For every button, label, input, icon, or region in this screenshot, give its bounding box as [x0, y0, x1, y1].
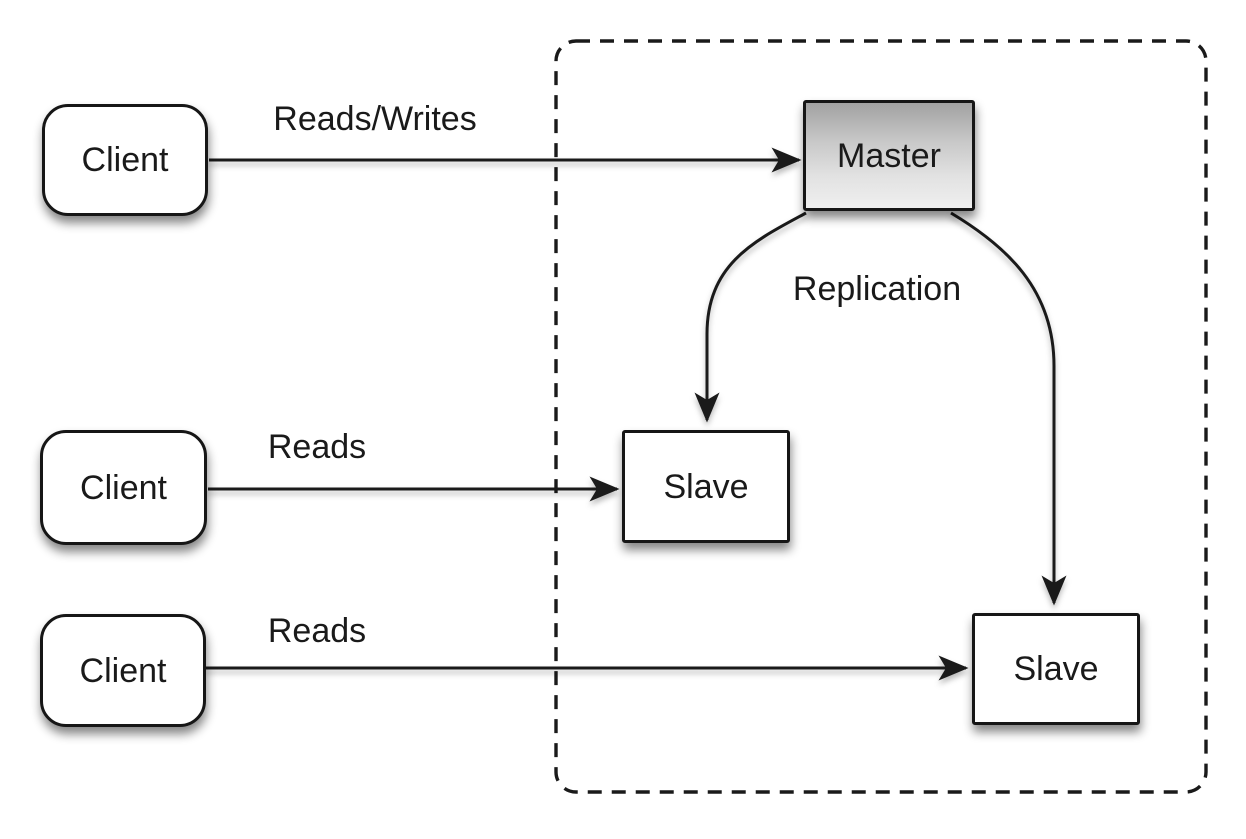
node-slave-left-label: Slave [663, 467, 749, 506]
node-client-middle-label: Client [80, 468, 167, 507]
node-slave-left: Slave [622, 430, 790, 543]
node-client-bottom-label: Client [79, 651, 167, 690]
node-client-middle: Client [40, 430, 207, 545]
edge-label-reads-writes: Reads/Writes [273, 100, 477, 138]
arrow-replication-left [694, 211, 807, 423]
edge-label-reads-bottom: Reads [267, 612, 367, 650]
arrow-replication-right [950, 211, 1067, 606]
replication-boundary-box [554, 39, 1208, 794]
node-client-top: Client [42, 104, 208, 216]
node-master-label: Master [837, 136, 941, 175]
node-client-bottom: Client [40, 614, 206, 727]
node-slave-right-label: Slave [1013, 650, 1099, 688]
node-slave-right: Slave [972, 613, 1140, 725]
edge-label-reads-middle: Reads [267, 428, 367, 466]
node-client-top-label: Client [81, 141, 169, 179]
node-master: Master [803, 100, 975, 211]
edge-label-replication: Replication [792, 270, 962, 308]
